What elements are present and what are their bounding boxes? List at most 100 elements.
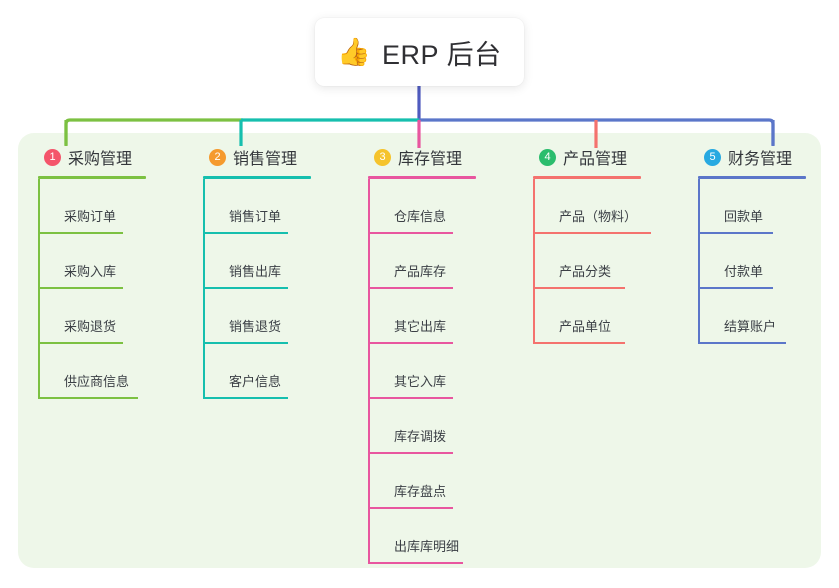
leaf-stem: [368, 234, 370, 289]
leaf-label: 采购订单: [64, 209, 117, 224]
branch-column: 1 采购管理采购订单采购入库采购退货供应商信息: [38, 146, 146, 399]
leaf-label: 供应商信息: [64, 374, 130, 389]
branch-underline: [368, 176, 476, 179]
leaf-label: 采购退货: [64, 319, 117, 334]
leaf-underline: [38, 232, 123, 234]
leaf-stem: [698, 289, 700, 344]
leaf-item[interactable]: 其它出库: [368, 289, 476, 344]
leaf-label: 回款单: [724, 209, 764, 224]
branch-column: 5 财务管理回款单付款单结算账户: [698, 146, 806, 344]
leaf-stem: [533, 179, 535, 234]
leaf-underline: [698, 287, 773, 289]
leaf-item[interactable]: 销售出库: [203, 234, 311, 289]
leaf-underline: [38, 397, 138, 399]
leaf-item[interactable]: 付款单: [698, 234, 806, 289]
leaf-stem: [203, 344, 205, 399]
leaf-item[interactable]: 出库库明细: [368, 509, 476, 564]
leaf-stem: [203, 179, 205, 234]
leaf-item[interactable]: 采购订单: [38, 179, 146, 234]
leaf-list: 采购订单采购入库采购退货供应商信息: [38, 179, 146, 399]
leaf-list: 仓库信息产品库存其它出库其它入库库存调拨库存盘点出库库明细: [368, 179, 476, 564]
thumbs-up-icon: 👍: [337, 36, 372, 67]
leaf-label: 产品库存: [394, 264, 447, 279]
leaf-label: 产品（物料）: [559, 209, 638, 224]
leaf-underline: [368, 562, 463, 564]
leaf-underline: [203, 287, 288, 289]
branch-header[interactable]: 4 产品管理: [533, 146, 641, 168]
leaf-label: 结算账户: [724, 319, 777, 334]
leaf-item[interactable]: 供应商信息: [38, 344, 146, 399]
branch-title: 财务管理: [728, 151, 793, 168]
leaf-item[interactable]: 仓库信息: [368, 179, 476, 234]
leaf-list: 销售订单销售出库销售退货客户信息: [203, 179, 311, 399]
branch-index-badge: 4: [539, 148, 556, 166]
leaf-underline: [368, 287, 453, 289]
leaf-item[interactable]: 产品单位: [533, 289, 641, 344]
leaf-underline: [368, 342, 453, 344]
leaf-item[interactable]: 库存调拨: [368, 399, 476, 454]
branch-header[interactable]: 1 采购管理: [38, 146, 146, 168]
leaf-underline: [533, 342, 625, 344]
leaf-item[interactable]: 其它入库: [368, 344, 476, 399]
leaf-stem: [368, 179, 370, 234]
leaf-label: 客户信息: [229, 374, 282, 389]
leaf-stem: [533, 234, 535, 289]
leaf-item[interactable]: 产品库存: [368, 234, 476, 289]
branch-underline: [698, 176, 806, 179]
leaf-label: 其它入库: [394, 374, 447, 389]
leaf-label: 销售退货: [229, 319, 282, 334]
leaf-stem: [368, 344, 370, 399]
leaf-item[interactable]: 采购入库: [38, 234, 146, 289]
leaf-underline: [533, 232, 651, 234]
leaf-stem: [368, 289, 370, 344]
leaf-underline: [368, 507, 453, 509]
leaf-underline: [368, 452, 453, 454]
leaf-underline: [203, 232, 288, 234]
leaf-item[interactable]: 产品（物料）: [533, 179, 651, 234]
leaf-label: 产品单位: [559, 319, 612, 334]
branch-index-badge: 5: [704, 148, 721, 166]
leaf-label: 采购入库: [64, 264, 117, 279]
leaf-stem: [698, 179, 700, 234]
leaf-underline: [533, 287, 625, 289]
leaf-label: 销售订单: [229, 209, 282, 224]
branch-column: 4 产品管理产品（物料） 产品分类产品单位: [533, 146, 651, 344]
leaf-item[interactable]: 销售退货: [203, 289, 311, 344]
root-node[interactable]: 👍 ERP 后台: [315, 18, 524, 86]
leaf-label: 付款单: [724, 264, 764, 279]
leaf-label: 出库库明细: [394, 539, 460, 554]
leaf-item[interactable]: 采购退货: [38, 289, 146, 344]
leaf-stem: [38, 289, 40, 344]
leaf-item[interactable]: 客户信息: [203, 344, 311, 399]
leaf-label: 仓库信息: [394, 209, 447, 224]
branch-underline: [533, 176, 641, 179]
leaf-item[interactable]: 产品分类: [533, 234, 641, 289]
leaf-item[interactable]: 回款单: [698, 179, 806, 234]
leaf-label: 库存调拨: [394, 429, 447, 444]
leaf-underline: [698, 232, 773, 234]
branch-underline: [203, 176, 311, 179]
branch-title: 销售管理: [233, 151, 298, 168]
leaf-underline: [203, 342, 288, 344]
leaf-underline: [368, 232, 453, 234]
leaf-list: 回款单付款单结算账户: [698, 179, 806, 344]
branch-title: 采购管理: [68, 151, 133, 168]
branch-index-badge: 1: [44, 148, 61, 166]
leaf-underline: [38, 342, 123, 344]
leaf-underline: [698, 342, 786, 344]
leaf-stem: [38, 179, 40, 234]
leaf-label: 其它出库: [394, 319, 447, 334]
branch-header[interactable]: 5 财务管理: [698, 146, 806, 168]
branch-title: 产品管理: [563, 151, 628, 168]
leaf-underline: [38, 287, 123, 289]
leaf-stem: [698, 234, 700, 289]
leaf-item[interactable]: 结算账户: [698, 289, 806, 344]
leaf-item[interactable]: 销售订单: [203, 179, 311, 234]
leaf-stem: [38, 344, 40, 399]
leaf-item[interactable]: 库存盘点: [368, 454, 476, 509]
